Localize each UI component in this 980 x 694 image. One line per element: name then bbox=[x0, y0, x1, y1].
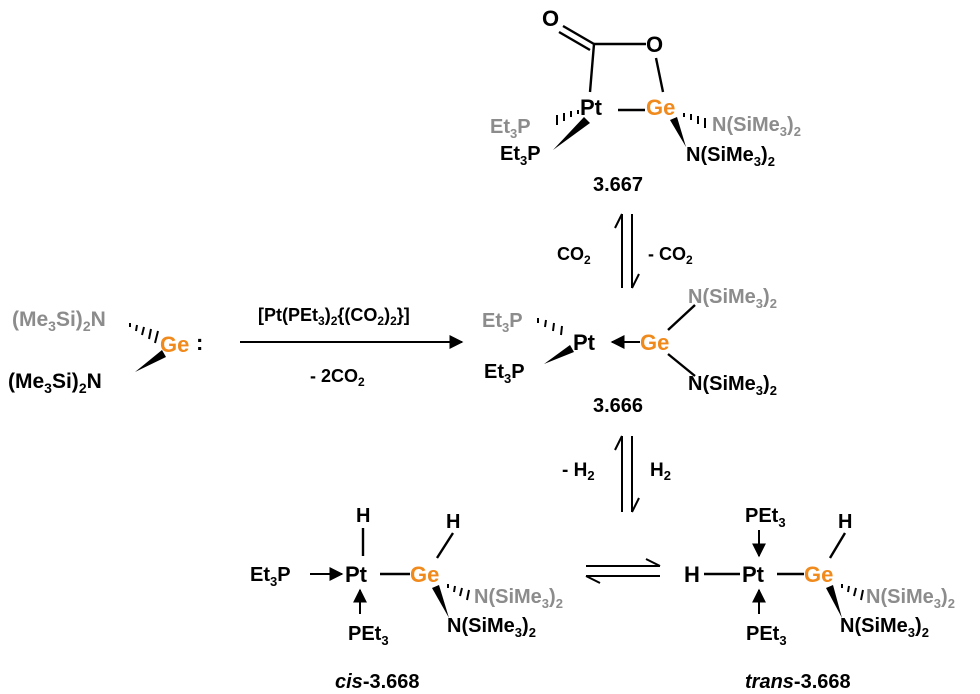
phosphine-bottom: PEt3 bbox=[746, 623, 787, 648]
compound-3-667: O O Pt Ge Et3P Et3P N(SiMe3)2 N bbox=[490, 6, 801, 196]
co2-remove-label: - CO2 bbox=[648, 244, 693, 267]
hashed-bond bbox=[129, 323, 159, 344]
wedge-bond bbox=[670, 117, 686, 147]
compound-trans-3-668: PEt3 H Pt Ge H PEt3 N(SiMe3)2 N(SiMe3)2 … bbox=[684, 505, 955, 693]
ge-hydride: H bbox=[446, 511, 460, 533]
ge-atom: Ge bbox=[804, 562, 833, 587]
pt-atom: Pt bbox=[580, 95, 603, 120]
front-silylamide: N(SiMe3)2 bbox=[840, 615, 929, 640]
ge-atom: Ge bbox=[160, 332, 189, 357]
back-silylamide: N(SiMe3)2 bbox=[866, 586, 955, 611]
pt-atom: Pt bbox=[742, 562, 765, 587]
pt-atom: Pt bbox=[573, 330, 596, 355]
pt-hydride: H bbox=[356, 505, 370, 527]
carbonyl-oxygen: O bbox=[542, 6, 559, 31]
phosphine-bottom: PEt3 bbox=[348, 623, 389, 648]
h2-remove-label: - H2 bbox=[562, 460, 595, 483]
ge-atom: Ge bbox=[646, 95, 675, 120]
back-phosphine: Et3P bbox=[490, 116, 531, 141]
forward-reaction-arrow: [Pt(PEt3)2{(CO2)2}] - 2CO2 bbox=[240, 305, 464, 389]
co2-equilibrium-arrows: CO2 - CO2 bbox=[557, 213, 693, 289]
ge-hydride: H bbox=[838, 511, 852, 533]
front-silylamide: N(SiMe3)2 bbox=[686, 144, 775, 169]
compound-number: 3.667 bbox=[593, 174, 643, 196]
compound-label: cis-3.668 bbox=[335, 671, 420, 693]
front-silylamide: N(SiMe3)2 bbox=[447, 615, 536, 640]
wedge-bond bbox=[544, 345, 574, 364]
compound-number: 3.666 bbox=[593, 395, 643, 417]
ring-oxygen: O bbox=[646, 32, 663, 57]
phosphine-left: Et3P bbox=[250, 564, 291, 589]
lower-silylamide: N(SiMe3)2 bbox=[688, 373, 777, 398]
germylene-reactant: (Me3Si)2N Ge : (Me3Si)2N bbox=[8, 308, 203, 396]
front-silylamide-label: (Me3Si)2N bbox=[8, 370, 102, 396]
wedge-bond bbox=[553, 117, 590, 150]
compound-cis-3-668: H Et3P Pt Ge H PEt3 N(SiMe3)2 N(SiMe3)2 … bbox=[250, 505, 563, 693]
front-phosphine: Et3P bbox=[500, 143, 541, 168]
h2-add-label: H2 bbox=[650, 460, 671, 483]
byproduct-label: - 2CO2 bbox=[310, 366, 365, 389]
compound-label: trans-3.668 bbox=[745, 671, 851, 693]
front-phosphine: Et3P bbox=[484, 361, 525, 386]
wedge-bond bbox=[432, 585, 449, 618]
back-silylamide: N(SiMe3)2 bbox=[712, 114, 801, 139]
isomer-equilibrium-arrows bbox=[585, 558, 661, 584]
compound-3-666: Et3P Pt Ge Et3P N(SiMe3)2 N(SiMe3)2 3.66… bbox=[482, 286, 777, 417]
co2-add-label: CO2 bbox=[557, 244, 591, 267]
phosphine-top: PEt3 bbox=[745, 505, 786, 530]
pt-hydride: H bbox=[684, 562, 700, 587]
platinum-reagent-label: [Pt(PEt3)2{(CO2)2}] bbox=[258, 305, 410, 328]
ge-atom: Ge bbox=[410, 562, 439, 587]
upper-silylamide: N(SiMe3)2 bbox=[688, 286, 777, 311]
h2-equilibrium-arrows: - H2 H2 bbox=[562, 435, 671, 513]
wedge-bond bbox=[135, 350, 166, 372]
ge-atom: Ge bbox=[640, 330, 669, 355]
ge-lone-pair: : bbox=[196, 330, 203, 355]
back-phosphine: Et3P bbox=[482, 310, 523, 335]
back-silylamide-label: (Me3Si)2N bbox=[12, 308, 106, 334]
back-silylamide: N(SiMe3)2 bbox=[474, 586, 563, 611]
wedge-bond bbox=[826, 585, 842, 618]
pt-atom: Pt bbox=[345, 562, 368, 587]
